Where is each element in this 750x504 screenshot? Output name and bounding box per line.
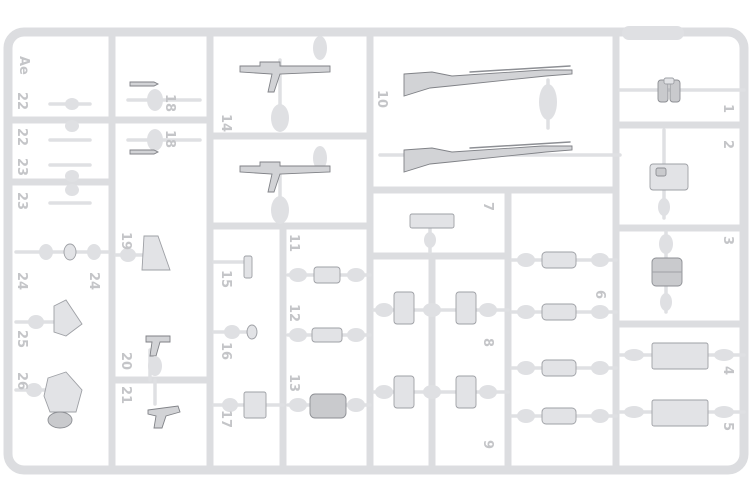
sprue-frame [3, 27, 749, 475]
part-number-15: 15 [218, 270, 233, 288]
part-number-16: 16 [218, 342, 233, 360]
part-10-rifle-lower [378, 141, 622, 173]
part-number-24a: 24 [14, 272, 29, 290]
part-number-4: 4 [720, 366, 735, 375]
part-number-1: 1 [720, 104, 735, 113]
part-10-rifle-upper [403, 65, 573, 130]
part-9-pouches [372, 375, 510, 409]
part-23-frame [48, 163, 92, 205]
part-19-holster [114, 235, 171, 271]
part-number-23b: 23 [14, 192, 29, 210]
part-16-ring [212, 324, 258, 340]
part-number-23a: 23 [14, 158, 29, 176]
part-5-plate [618, 399, 746, 427]
part-26-bag [14, 371, 83, 429]
part-number-13: 13 [286, 374, 301, 392]
part-number-22a: 22 [14, 92, 29, 110]
sprue-code-label: Ae [16, 56, 31, 75]
part-number-25: 25 [14, 330, 29, 348]
part-25-pouch [14, 299, 83, 337]
part-number-12: 12 [286, 304, 301, 322]
runner-pip [622, 26, 684, 40]
part-number-17: 17 [218, 410, 233, 428]
part-number-3: 3 [720, 236, 735, 245]
part-number-9: 9 [480, 440, 495, 449]
part-number-8: 8 [480, 338, 495, 347]
part-number-7: 7 [480, 202, 495, 211]
part-6-belt-pouches [510, 251, 618, 425]
part-number-18a: 18 [162, 94, 177, 112]
part-12-can [286, 327, 372, 343]
part-number-5: 5 [720, 422, 735, 431]
part-number-22b: 22 [14, 128, 29, 146]
part-22-frame [48, 98, 92, 142]
part-number-10: 10 [374, 90, 389, 108]
part-number-24b: 24 [86, 272, 101, 290]
part-number-11: 11 [286, 234, 301, 252]
part-number-26: 26 [14, 372, 29, 390]
part-8-pouches [372, 291, 510, 325]
part-number-2: 2 [720, 140, 735, 149]
part-15-part [212, 255, 253, 279]
part-number-21: 21 [118, 386, 133, 404]
part-2-box [649, 128, 689, 220]
part-21-revolver [147, 356, 181, 429]
part-3-ammo-box [651, 230, 683, 314]
part-18-bayonets [126, 81, 202, 155]
part-number-20: 20 [118, 352, 133, 370]
part-4-plate [618, 342, 746, 370]
part-14-smg-upper [239, 36, 331, 132]
part-17-box [212, 391, 285, 419]
part-14-smg-lower [239, 146, 331, 224]
part-7-sling [409, 213, 455, 254]
part-13-can [286, 393, 372, 419]
part-24-ring [14, 243, 110, 261]
part-number-18b: 18 [162, 130, 177, 148]
part-number-14: 14 [218, 114, 233, 132]
part-number-19: 19 [118, 232, 133, 250]
part-1-binoculars [618, 77, 746, 103]
part-number-6: 6 [592, 290, 607, 299]
part-11-can [286, 266, 372, 284]
